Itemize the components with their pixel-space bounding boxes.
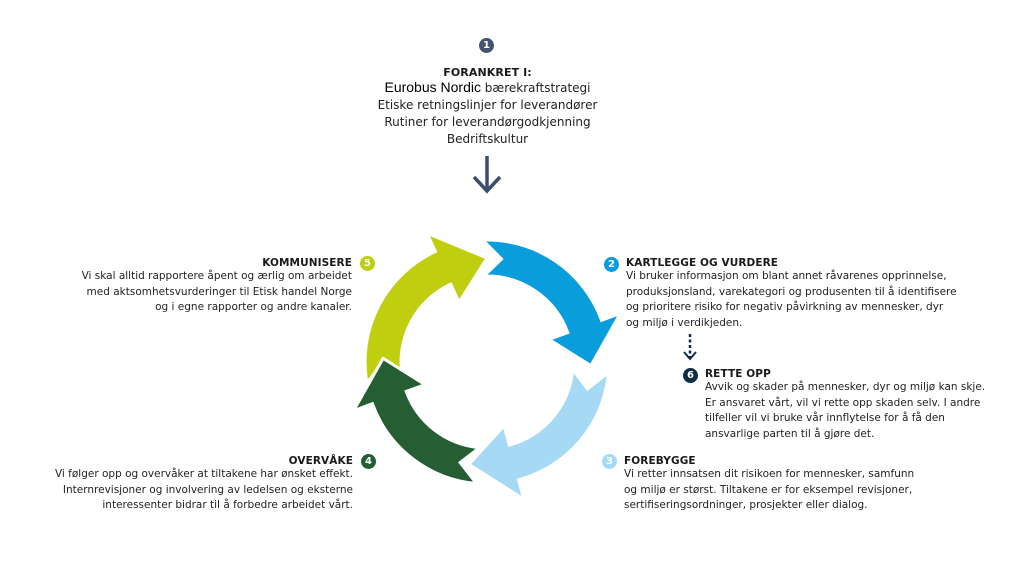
dashed-arrow-down-icon	[683, 334, 697, 361]
step-1-line: Bedriftskultur	[446, 132, 529, 146]
step-5-line: Vi skal alltid rapportere åpent og ærlig…	[81, 270, 352, 282]
step-3-badge: 3	[602, 454, 617, 469]
step-4-line: Vi følger opp og overvåker at tiltakene …	[54, 468, 353, 480]
cycle-arrow-step-2	[479, 238, 624, 368]
step-6-badge: 6	[683, 368, 698, 383]
step-2-line: Vi bruker informasjon om blant annet råv…	[626, 270, 947, 282]
step-2-line: og prioritere risiko for negativ påvirkn…	[626, 301, 944, 313]
arrow-down-icon	[472, 156, 502, 194]
step-4-line: Internrevisjoner og involvering av ledel…	[62, 483, 353, 496]
cycle-arrows	[350, 230, 624, 503]
step-6-block: RETTE OPP Avvik og skader på mennesker, …	[705, 368, 1005, 442]
step-1-title: FORANKRET I:	[443, 66, 532, 79]
step-4-title: OVERVÅKE	[288, 455, 353, 467]
step-5-text: Vi skal alltid rapportere åpent og ærlig…	[60, 269, 352, 316]
step-3-line: Vi retter innsatsen dit risikoen for men…	[624, 468, 915, 480]
cycle-arrow-step-4	[350, 356, 484, 486]
step-4-line: interessenter bidrar til å forbedre arbe…	[102, 499, 353, 511]
step-3-text: Vi retter innsatsen dit risikoen for men…	[624, 467, 964, 514]
step-5-line: med aktsomhetsvurderinger til Etisk hand…	[86, 285, 352, 298]
cycle-arrow-step-5	[363, 230, 490, 387]
step-1-lines: Eurobus Nordic bærekraftstrategi Etiske …	[330, 79, 645, 148]
step-1-line: Eurobus Nordic bærekraftstrategi	[330, 79, 645, 97]
step-4-badge: 4	[361, 454, 376, 469]
step-6-line: Avvik og skader på mennesker, dyr og mil…	[705, 381, 986, 393]
step-6-title: RETTE OPP	[705, 368, 771, 380]
step-5-block: KOMMUNISERE Vi skal alltid rapportere åp…	[60, 257, 352, 316]
step-6-line: ansvarlige parten til å gjøre det.	[705, 427, 875, 440]
step-2-title: KARTLEGGE OG VURDERE	[626, 257, 779, 269]
step-2-line: og miljø i verdikjeden.	[626, 316, 743, 329]
step-3-title: FOREBYGGE	[624, 455, 696, 467]
step-3-line: sertifiseringsordninger, prosjekter elle…	[624, 499, 868, 511]
step-4-text: Vi følger opp og overvåker at tiltakene …	[40, 467, 353, 514]
step-5-badge: 5	[360, 256, 375, 271]
step-5-line: og i egne rapporter og andre kanaler.	[155, 301, 352, 313]
step-4-block: OVERVÅKE Vi følger opp og overvåker at t…	[40, 455, 353, 514]
cycle-arrow-step-3	[466, 365, 611, 503]
step-3-line: og miljø er størst. Tiltakene er for eks…	[624, 483, 913, 496]
step-2-line: produksjonsland, varekategori og produse…	[626, 285, 957, 298]
step-3-block: FOREBYGGE Vi retter innsatsen dit risiko…	[624, 455, 964, 514]
step-1-line: Etiske retningslinjer for leverandører	[377, 98, 598, 112]
step-1-line-rest: bærekraftstrategi	[480, 81, 591, 95]
step-6-text: Avvik og skader på mennesker, dyr og mil…	[705, 380, 1005, 442]
step-6-line: Er ansvaret vårt, vil vi rette opp skade…	[705, 396, 981, 409]
brand-name: Eurobus Nordic	[384, 79, 481, 95]
step-6-line: tilfeller vil vi bruke vår innflytelse f…	[705, 412, 945, 424]
step-1-line: Rutiner for leverandørgodkjenning	[384, 115, 591, 129]
step-2-block: KARTLEGGE OG VURDERE Vi bruker informasj…	[626, 257, 986, 331]
step-2-text: Vi bruker informasjon om blant annet råv…	[626, 269, 986, 331]
step-2-badge: 2	[604, 257, 619, 272]
step-1-badge: 1	[479, 38, 494, 53]
step-5-title: KOMMUNISERE	[262, 257, 352, 269]
step-1-block: FORANKRET I: Eurobus Nordic bærekraftstr…	[330, 66, 645, 148]
